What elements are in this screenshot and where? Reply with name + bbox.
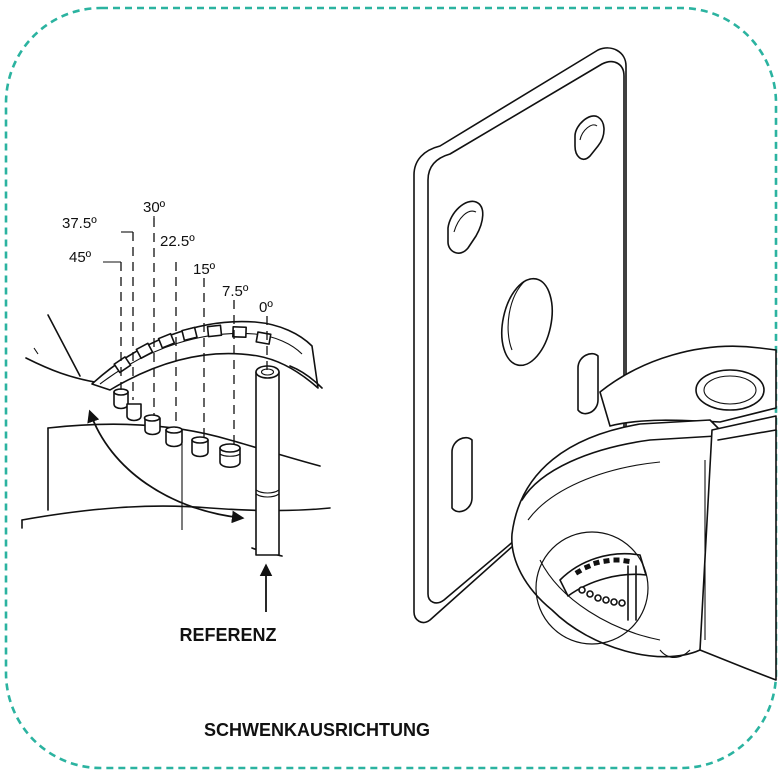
angle-label-22-5: 22.5º xyxy=(160,233,195,250)
angle-label-37-5: 37.5º xyxy=(62,215,97,232)
angle-label-45: 45º xyxy=(69,249,92,266)
angle-label-15: 15º xyxy=(193,261,216,278)
magnifier-circle xyxy=(535,531,649,645)
reference-label: REFERENZ xyxy=(179,625,276,645)
detent-detail xyxy=(21,216,331,612)
angle-label-30: 30º xyxy=(143,199,166,216)
caption-label: SCHWENKAUSRICHTUNG xyxy=(204,720,430,740)
wall-bracket-illustration xyxy=(413,47,777,681)
angle-label-0: 0º xyxy=(259,299,273,316)
angle-label-7-5: 7.5º xyxy=(222,283,249,300)
